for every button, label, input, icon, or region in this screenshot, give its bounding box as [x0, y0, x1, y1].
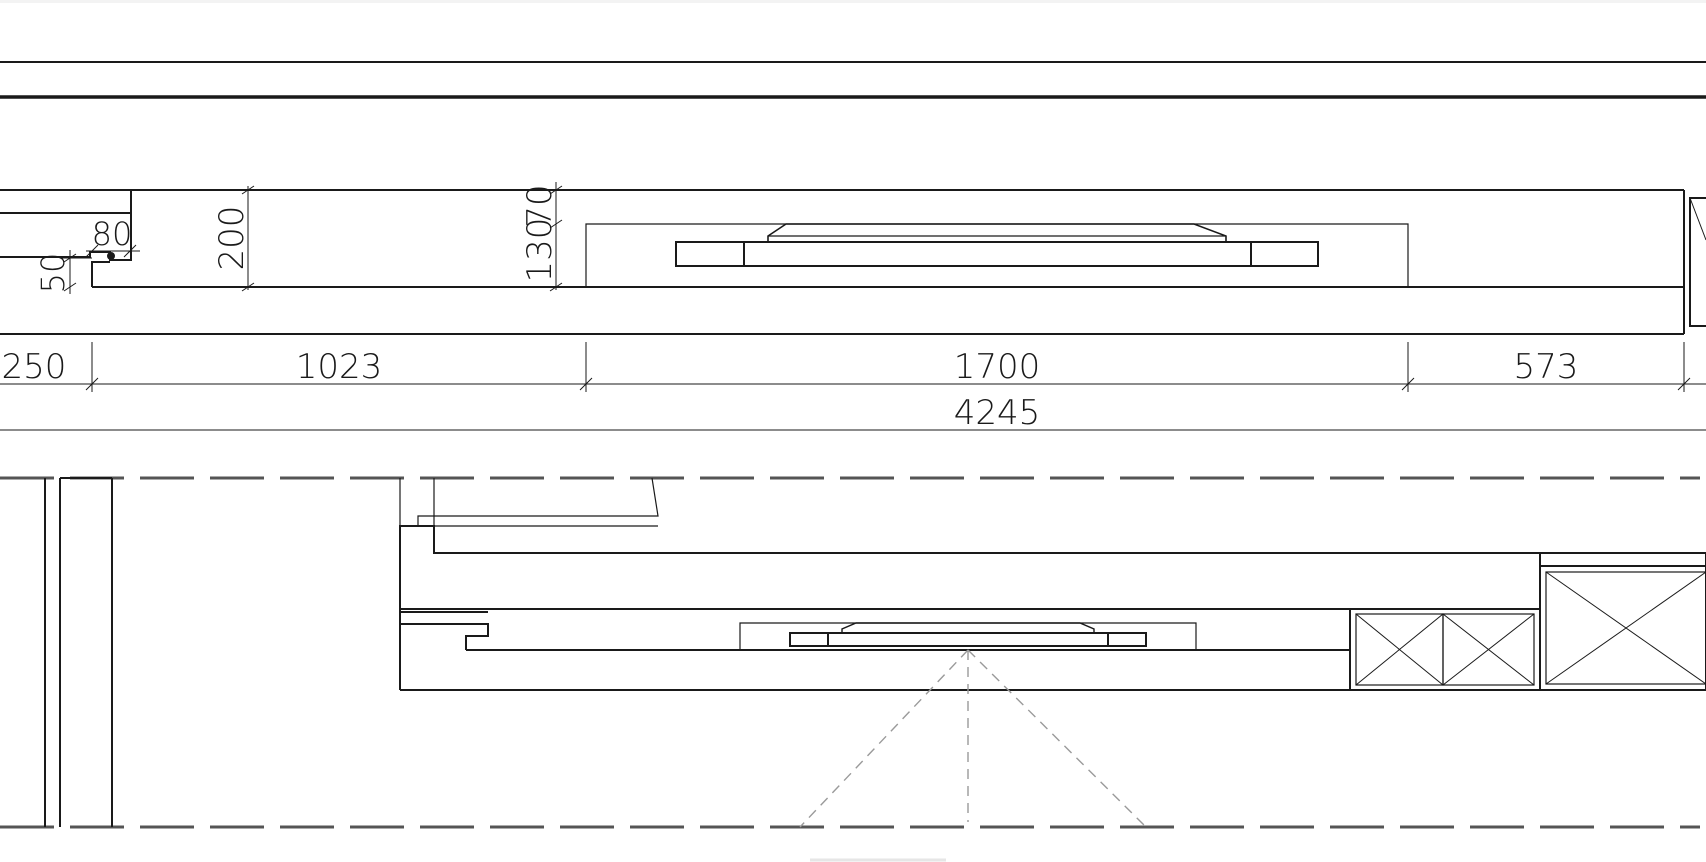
right-cabinet-box: [1689, 197, 1706, 327]
cabinet-tall-cross-2: [1545, 571, 1706, 685]
tv-niche-outline: [585, 223, 1409, 287]
cabinet-b-cross-2: [1442, 613, 1535, 686]
dim-label-1700: 1700: [954, 347, 1041, 387]
plan-wall-outline: [399, 525, 1540, 690]
cabinet-b: [1442, 613, 1535, 686]
anchor-dot: [107, 252, 115, 260]
dim-label-130: 130: [520, 218, 560, 283]
plan-step: [400, 623, 489, 650]
dim-label-80: 80: [92, 215, 133, 253]
left-profile: [0, 190, 132, 214]
left-step-profile: [0, 213, 132, 261]
dim-label-250: 250: [2, 347, 67, 387]
dimension-chain: [0, 342, 1706, 431]
dim-130-tick-top: [549, 185, 563, 195]
chain-tick-92: [85, 377, 99, 391]
dim-label-70: 70: [520, 184, 560, 227]
viewing-cone: [799, 649, 1147, 828]
dim-130-tick-bottom: [549, 282, 563, 292]
dim-label-200: 200: [212, 206, 252, 271]
tv-screen: [767, 223, 1227, 242]
dimension-labels: 50 80 200 130 70 250 1023 1700 573 4245: [2, 184, 1579, 433]
cabinet-tall-block: [1539, 552, 1706, 691]
dim-200-tick-bottom: [241, 282, 255, 292]
dim-label-50: 50: [34, 253, 72, 294]
cone-right: [967, 649, 1147, 828]
cabinet-left-block: [1349, 608, 1541, 691]
chain-tick-1684: [1677, 377, 1691, 391]
plan-tv-cabinet: [789, 632, 1147, 647]
right-cabinet-cross: [1689, 197, 1706, 241]
chain-tick-586: [579, 377, 593, 391]
tv-cabinet: [675, 241, 1319, 267]
dim-80-tick-a: [85, 244, 99, 258]
left-lower-step: [91, 261, 110, 287]
dim-80-tick-b: [123, 244, 137, 258]
chain-tick-1408: [1401, 377, 1415, 391]
cabinet-a-cross-2: [1355, 613, 1444, 686]
dim-200-tick-top: [241, 185, 255, 195]
cone-left: [799, 649, 969, 828]
wall-lines: [0, 61, 1706, 99]
door-frame-a: [417, 477, 659, 526]
plan-tv-screen: [841, 622, 1095, 633]
plan-view: [0, 476, 1706, 829]
elevation-dimension-lines: [60, 182, 563, 294]
top-band: [0, 0, 1706, 3]
dim-label-1023: 1023: [296, 347, 383, 387]
cabinet-tall-inner: [1545, 571, 1706, 685]
dim-50-tick-bottom: [63, 282, 77, 292]
dim-label-573: 573: [1514, 347, 1579, 387]
dim-130-tick-mid: [549, 219, 563, 229]
dim-label-4245: 4245: [954, 393, 1041, 433]
elevation-view: [0, 189, 1706, 335]
